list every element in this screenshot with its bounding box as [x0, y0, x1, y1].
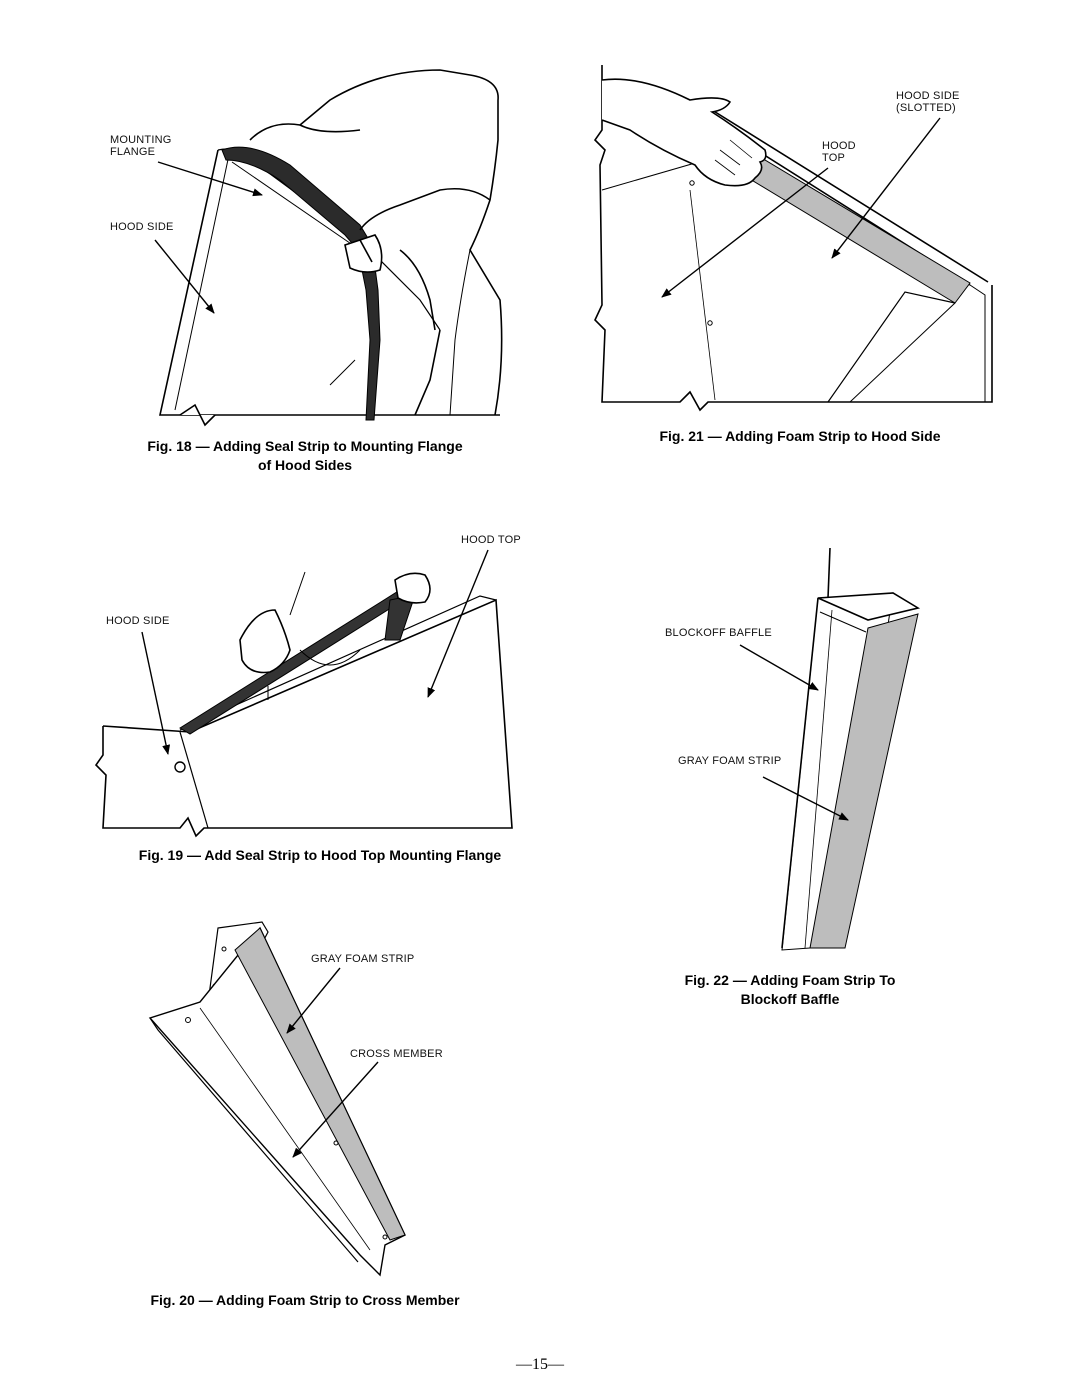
fig19-label-hood-top: HOOD TOP [461, 534, 521, 546]
fig21-caption: Fig. 21 — Adding Foam Strip to Hood Side [659, 428, 941, 444]
fig21-label-hood-side-slotted: HOOD SIDE (SLOTTED) [896, 90, 960, 114]
fig18-label-mounting-flange: MOUNTING FLANGE [110, 134, 172, 158]
fig18-caption-line2: of Hood Sides [257, 457, 353, 473]
fig18-label-hood-side: HOOD SIDE [110, 221, 174, 233]
fig22-caption: Fig. 22 — Adding Foam Strip To Blockoff … [600, 971, 980, 1009]
fig18-caption-line1: Fig. 18 — Adding Seal Strip to Mounting … [147, 438, 463, 454]
fig22-label-blockoff-baffle: BLOCKOFF BAFFLE [665, 627, 772, 639]
page-number: —15— [516, 1356, 564, 1373]
fig19-illustration [94, 549, 513, 838]
fig21-label-hood-top: HOOD TOP [822, 140, 856, 164]
fig18-illustration [154, 69, 503, 427]
fig22-label-gray-foam-strip: GRAY FOAM STRIP [678, 755, 782, 767]
fig19-caption: Fig. 19 — Add Seal Strip to Hood Top Mou… [138, 847, 502, 863]
fig21-illustration [593, 65, 993, 412]
fig22-caption-line2: Blockoff Baffle [740, 991, 840, 1007]
fig20-label-cross-member: CROSS MEMBER [350, 1048, 443, 1060]
fig20-illustration [148, 921, 406, 1277]
fig20-caption: Fig. 20 — Adding Foam Strip to Cross Mem… [150, 1292, 460, 1308]
fig19-label-hood-side: HOOD SIDE [106, 615, 170, 627]
fig18-caption: Fig. 18 — Adding Seal Strip to Mounting … [90, 437, 520, 475]
fig22-caption-line1: Fig. 22 — Adding Foam Strip To [684, 972, 896, 988]
fig20-label-gray-foam-strip: GRAY FOAM STRIP [311, 953, 415, 965]
fig22-illustration [739, 547, 921, 951]
